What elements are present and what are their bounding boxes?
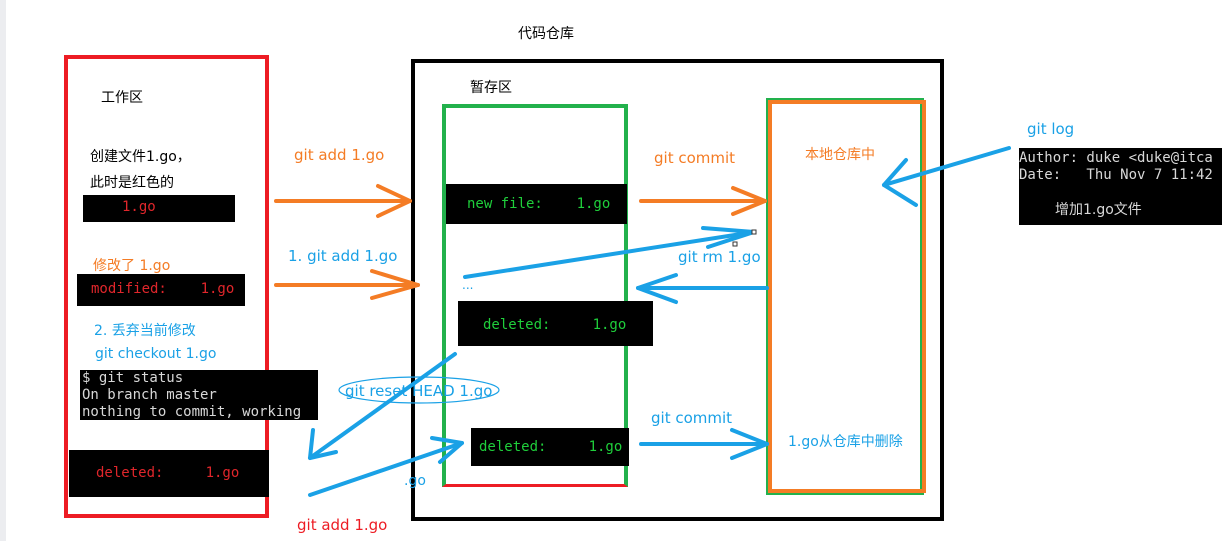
git-log-author: Author: duke <duke@itca (1019, 150, 1213, 166)
git-rm-arrow (636, 273, 769, 304)
git-status-line-1: $ git status (82, 370, 184, 386)
git-log-arrow (882, 146, 1011, 207)
git-add-arrow-middle (274, 269, 420, 300)
git-status-term: $ git status On branch master nothing to… (80, 370, 318, 420)
staged-deleted-term-upper: deleted: 1.go (458, 301, 653, 346)
code-repo-title: 代码仓库 (518, 26, 574, 42)
workspace-deleted-text: deleted: 1.go (96, 465, 240, 481)
git-reset-label: git reset HEAD 1.go (345, 382, 493, 400)
selection-handle-marker-2 (751, 229, 757, 235)
git-commit-label-top: git commit (654, 149, 736, 167)
workspace-deleted-term: deleted: 1.go (69, 450, 269, 497)
code-repo-box (411, 59, 944, 521)
window-left-edge (0, 0, 6, 541)
git-add-label-numbered: 1. git add 1.go (288, 247, 398, 265)
git-checkout-label: git checkout 1.go (95, 346, 217, 362)
git-log-message: 增加1.go文件 (1055, 202, 1142, 218)
modified-label: 修改了 1.go (93, 258, 171, 274)
create-file-line1: 创建文件1.go， (90, 149, 191, 165)
git-reset-highlight (338, 376, 500, 404)
staging-ellipsis: ... (462, 278, 474, 292)
untracked-file-term: 1.go (83, 195, 235, 222)
staged-deleted-text-upper: deleted: 1.go (483, 317, 627, 333)
git-add-arrow-top (274, 184, 412, 218)
staged-new-file-text: new file: 1.go (467, 196, 611, 212)
local-repo-title: 本地仓库中 (805, 147, 875, 163)
selection-handle-marker (732, 241, 738, 247)
staged-deleted-term-lower: deleted: 1.go (471, 428, 629, 466)
staging-dot-go: .go (404, 473, 426, 489)
git-add-blue-arrow (463, 226, 756, 279)
git-status-line-3: nothing to commit, working (82, 404, 302, 420)
git-add-label-bottom: git add 1.go (297, 516, 388, 534)
modified-term-text: modified: 1.go (91, 281, 235, 297)
discard-changes-label: 2. 丢弃当前修改 (94, 323, 196, 339)
git-commit-label-bottom: git commit (651, 409, 733, 427)
repo-deleted-note: 1.go从仓库中删除 (788, 434, 903, 450)
staging-title: 暂存区 (470, 80, 512, 96)
staged-new-file-term: new file: 1.go (446, 184, 627, 224)
create-file-line2: 此时是红色的 (90, 175, 174, 191)
git-log-term: Author: duke <duke@itca Date: Thu Nov 7 … (1019, 148, 1222, 225)
git-log-date: Date: Thu Nov 7 11:42 (1019, 167, 1213, 183)
git-reset-arrow (308, 352, 457, 460)
staged-deleted-text-lower: deleted: 1.go (479, 439, 623, 455)
git-add-label-top: git add 1.go (294, 146, 385, 164)
git-commit-arrow-top (639, 186, 767, 216)
workspace-box (64, 55, 269, 518)
git-add-bottom-arrow (308, 436, 464, 497)
git-log-label: git log (1027, 120, 1075, 138)
git-commit-arrow-bottom (639, 428, 769, 460)
untracked-file-name: 1.go (122, 199, 156, 215)
git-rm-label: git rm 1.go (678, 248, 761, 266)
staging-box (442, 104, 628, 487)
modified-term: modified: 1.go (77, 274, 245, 306)
workspace-title: 工作区 (101, 90, 143, 106)
git-status-line-2: On branch master (82, 387, 217, 403)
local-repo-box (768, 100, 926, 493)
